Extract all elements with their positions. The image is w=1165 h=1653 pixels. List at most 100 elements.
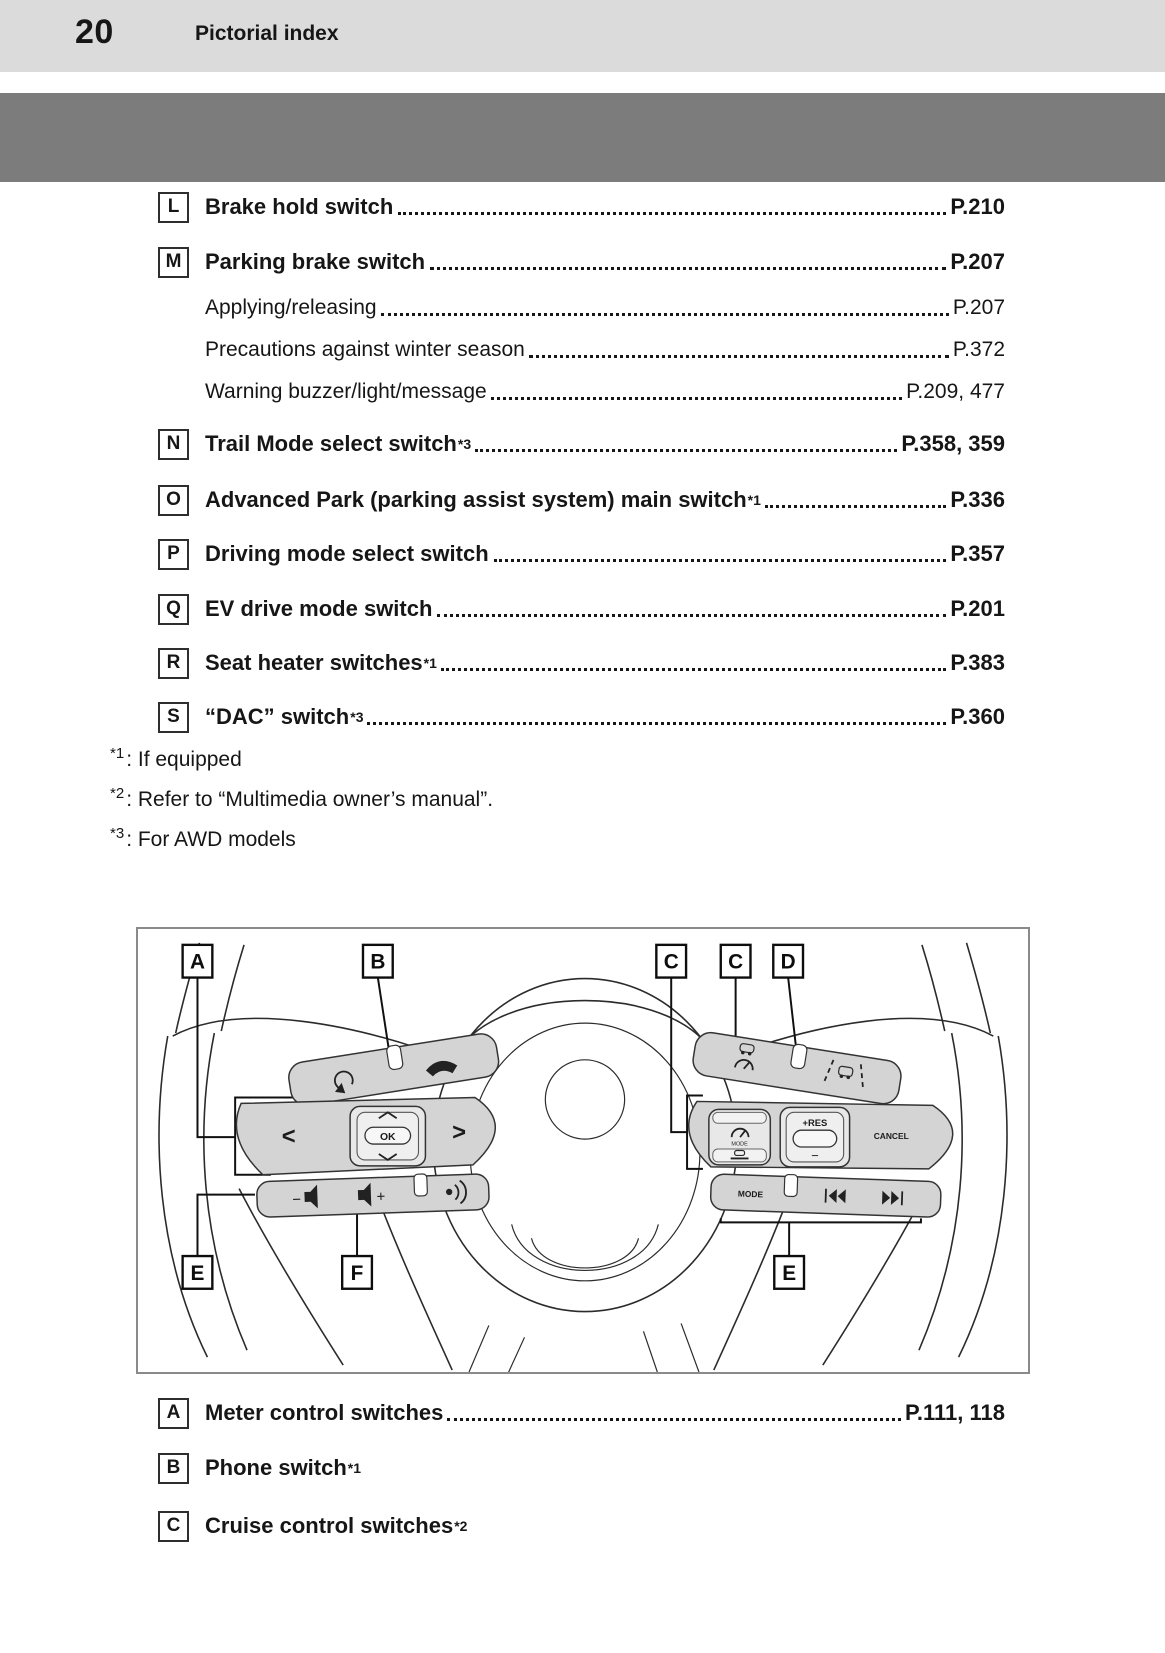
voice-command-icon [445, 1179, 467, 1205]
footnote-ref: *1 [347, 1460, 362, 1476]
page-header: 20 Pictorial index [0, 0, 1165, 72]
cruise-control-icon [734, 1043, 755, 1071]
back-icon [334, 1070, 354, 1094]
item-label: Parking brake switch [205, 249, 426, 274]
footnote-marker: *3 [110, 824, 125, 842]
toc-subrow: Applying/releasing P.207 [158, 293, 1005, 323]
left-switch-cluster: < > OK − [235, 1033, 500, 1218]
nav-right-button: > [452, 1119, 466, 1146]
volume-down-icon: − [292, 1184, 318, 1209]
svg-text:E: E [191, 1262, 205, 1285]
toc-row: L Brake hold switch P.210 [158, 191, 1005, 223]
item-label: Seat heater switches [205, 650, 423, 675]
svg-text:MODE: MODE [731, 1142, 748, 1148]
toc-row: S “DAC” switch*3 P.360 [158, 701, 1005, 733]
item-label: Phone switch [205, 1455, 347, 1480]
footnote-ref: *3 [457, 436, 472, 452]
item-label: Warning buzzer/light/message [205, 380, 487, 403]
legend-row: C Cruise control switches*2 [158, 1510, 1005, 1542]
footnote-text: : For AWD models [126, 828, 296, 851]
cancel-button: CANCEL [874, 1131, 909, 1141]
page-number: 20 [75, 13, 114, 51]
dot-leader [475, 449, 898, 452]
item-pages: P.372 [952, 338, 1005, 361]
footnote: *3 : For AWD models [110, 825, 296, 855]
callout-a-top: A [181, 943, 214, 979]
toc-subrow: Precautions against winter season P.372 [158, 335, 1005, 365]
item-key-box: O [158, 484, 189, 516]
item-key-box: L [158, 191, 189, 223]
callout-c1-top: C [655, 943, 688, 979]
footnote: *2 : Refer to “Multimedia owner’s manual… [110, 785, 493, 815]
legend-row: B Phone switch*1 [158, 1452, 1005, 1484]
item-label: Driving mode select switch [205, 541, 489, 566]
item-key-box: B [158, 1452, 189, 1484]
item-pages: P.210 [950, 194, 1005, 219]
steering-wheel-figure: < > OK − [136, 927, 1030, 1374]
callout-c2-top: C [719, 943, 752, 979]
callout-e-left-bottom: E [181, 1254, 214, 1290]
item-key-box: C [158, 1510, 189, 1542]
item-label: Applying/releasing [205, 296, 377, 319]
callout-e-right-bottom: E [773, 1254, 806, 1290]
footnote-ref: *1 [747, 492, 761, 508]
item-key-box: N [158, 428, 189, 460]
item-key-box: R [158, 647, 189, 679]
steering-wheel-art [158, 942, 1008, 1372]
footnote-marker: *1 [110, 744, 125, 762]
volume-up-icon: + [357, 1182, 386, 1207]
callout-f-bottom: F [340, 1254, 374, 1290]
right-switch-cluster: MODE +RES − CANCEL MODE [688, 1031, 954, 1218]
dot-leader [440, 668, 947, 671]
dot-leader [764, 505, 947, 508]
toc-row: M Parking brake switch P.207 [158, 246, 1005, 278]
item-label: EV drive mode switch [205, 596, 433, 621]
next-track-icon [881, 1190, 904, 1206]
item-label: Brake hold switch [205, 194, 394, 219]
toc-row: Q EV drive mode switch P.201 [158, 593, 1005, 625]
svg-text:+: + [376, 1189, 385, 1205]
nav-left-button: < [282, 1123, 296, 1150]
footnote-ref: *2 [454, 1518, 468, 1534]
dot-leader [367, 722, 947, 725]
footnote-text: : Refer to “Multimedia owner’s manual”. [126, 788, 494, 811]
dot-leader [493, 559, 947, 562]
svg-text:B: B [370, 951, 385, 974]
item-label: Trail Mode select switch [205, 431, 457, 456]
item-label: Cruise control switches [205, 1513, 454, 1538]
toc-row: P Driving mode select switch P.357 [158, 538, 1005, 570]
footnote-ref: *3 [350, 709, 364, 725]
svg-text:−: − [292, 1192, 301, 1208]
item-label: “DAC” switch [205, 704, 350, 729]
svg-text:A: A [190, 951, 205, 974]
dot-leader [447, 1418, 902, 1421]
footnote-text: : If equipped [126, 748, 242, 771]
item-pages: P.360 [950, 704, 1005, 729]
item-pages: P.201 [950, 596, 1005, 621]
item-pages: P.357 [950, 541, 1005, 566]
ok-button: OK [349, 1105, 427, 1167]
callout-b-top: B [361, 943, 394, 979]
legend-row: A Meter control switches P.111, 118 [158, 1397, 1005, 1429]
svg-text:−: − [811, 1148, 819, 1163]
dot-leader [490, 397, 903, 400]
toc-row: N Trail Mode select switch*3 P.358, 359 [158, 428, 1005, 460]
svg-text:D: D [781, 951, 796, 974]
previous-track-icon [824, 1188, 846, 1204]
item-key-box: M [158, 246, 189, 278]
footnote: *1 : If equipped [110, 745, 242, 775]
footnote-ref: *1 [423, 655, 437, 671]
toc-row: R Seat heater switches*1 P.383 [158, 647, 1005, 679]
section-divider-band [0, 93, 1165, 182]
toc-row: O Advanced Park (parking assist system) … [158, 484, 1005, 516]
dot-leader [398, 212, 947, 215]
dot-leader [430, 267, 947, 270]
item-pages: P.207 [950, 249, 1005, 274]
dot-leader [528, 355, 949, 358]
dot-leader [380, 313, 949, 316]
mode-button: MODE [738, 1189, 764, 1200]
svg-text:F: F [351, 1262, 364, 1285]
callout-leader-lines [196, 977, 922, 1257]
section-title: Pictorial index [195, 22, 339, 45]
